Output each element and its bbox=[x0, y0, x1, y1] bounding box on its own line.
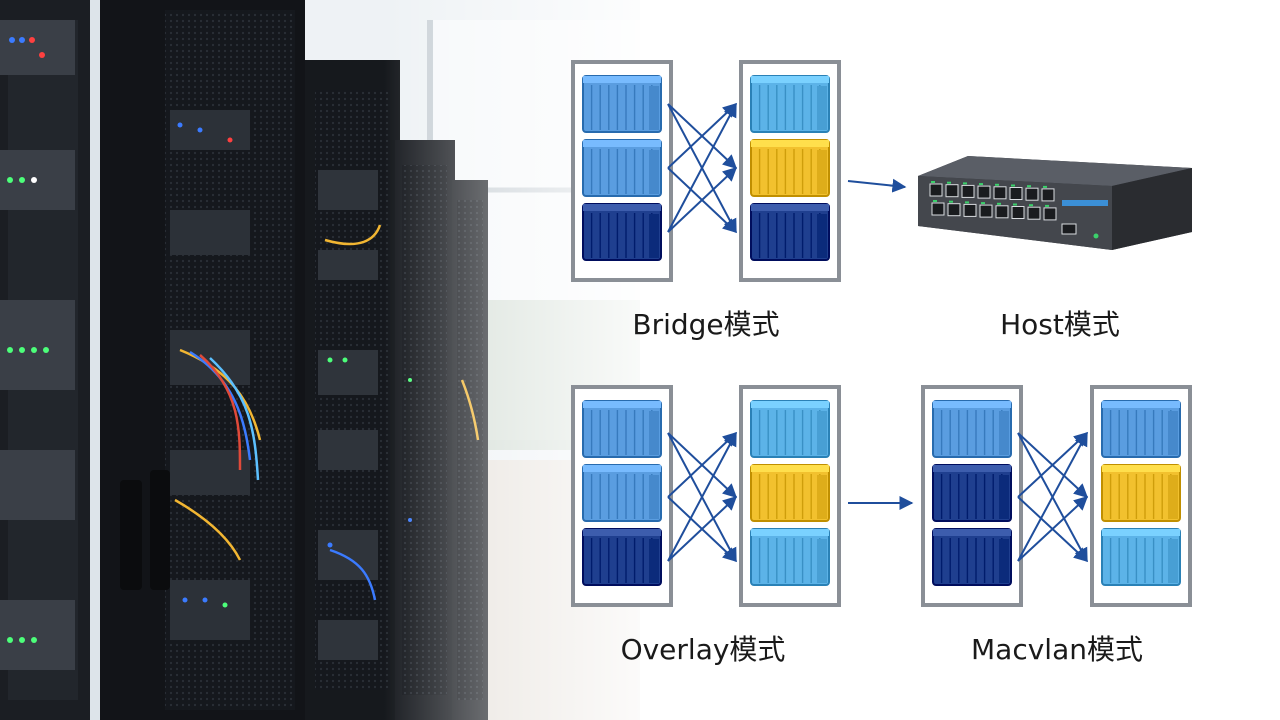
overlay-left-container-2 bbox=[582, 464, 662, 522]
overlay-mode-label: Overlay模式 bbox=[620, 633, 786, 666]
host-arrow bbox=[847, 178, 907, 193]
macvlan-arrow-5 bbox=[1017, 431, 1088, 562]
host-mode-label: Host模式 bbox=[1000, 308, 1120, 341]
macvlan-arrow-6 bbox=[1017, 496, 1089, 562]
overlay-right-container-3 bbox=[750, 528, 830, 586]
bridge-left-container-1 bbox=[582, 75, 662, 133]
macvlan-right-container-3 bbox=[1101, 528, 1181, 586]
bridge-right-container-2 bbox=[750, 139, 830, 197]
network-switch bbox=[918, 156, 1192, 250]
overlay-arrow-5 bbox=[667, 431, 737, 562]
bridge-mode-label: Bridge模式 bbox=[632, 308, 780, 341]
macvlan-right-container-1 bbox=[1101, 400, 1181, 458]
bridge-left-container-3 bbox=[582, 203, 662, 261]
bridge-arrow-5 bbox=[667, 102, 737, 233]
macvlan-left-container-2 bbox=[932, 464, 1012, 522]
macvlan-right-container-2 bbox=[1101, 464, 1181, 522]
bridge-arrow-6 bbox=[667, 167, 738, 233]
overlay-left-container-1 bbox=[582, 400, 662, 458]
overlay-right-container-2 bbox=[750, 464, 830, 522]
overlay-left-container-3 bbox=[582, 528, 662, 586]
overlay-right-container-1 bbox=[750, 400, 830, 458]
overlay-arrow-6 bbox=[667, 496, 738, 562]
macvlan-mode-label: Macvlan模式 bbox=[971, 633, 1143, 666]
bridge-right-container-3 bbox=[750, 203, 830, 261]
macvlan-left-container-3 bbox=[932, 528, 1012, 586]
macvlan-left-container-1 bbox=[932, 400, 1012, 458]
bridge-left-container-2 bbox=[582, 139, 662, 197]
bridge-right-container-1 bbox=[750, 75, 830, 133]
